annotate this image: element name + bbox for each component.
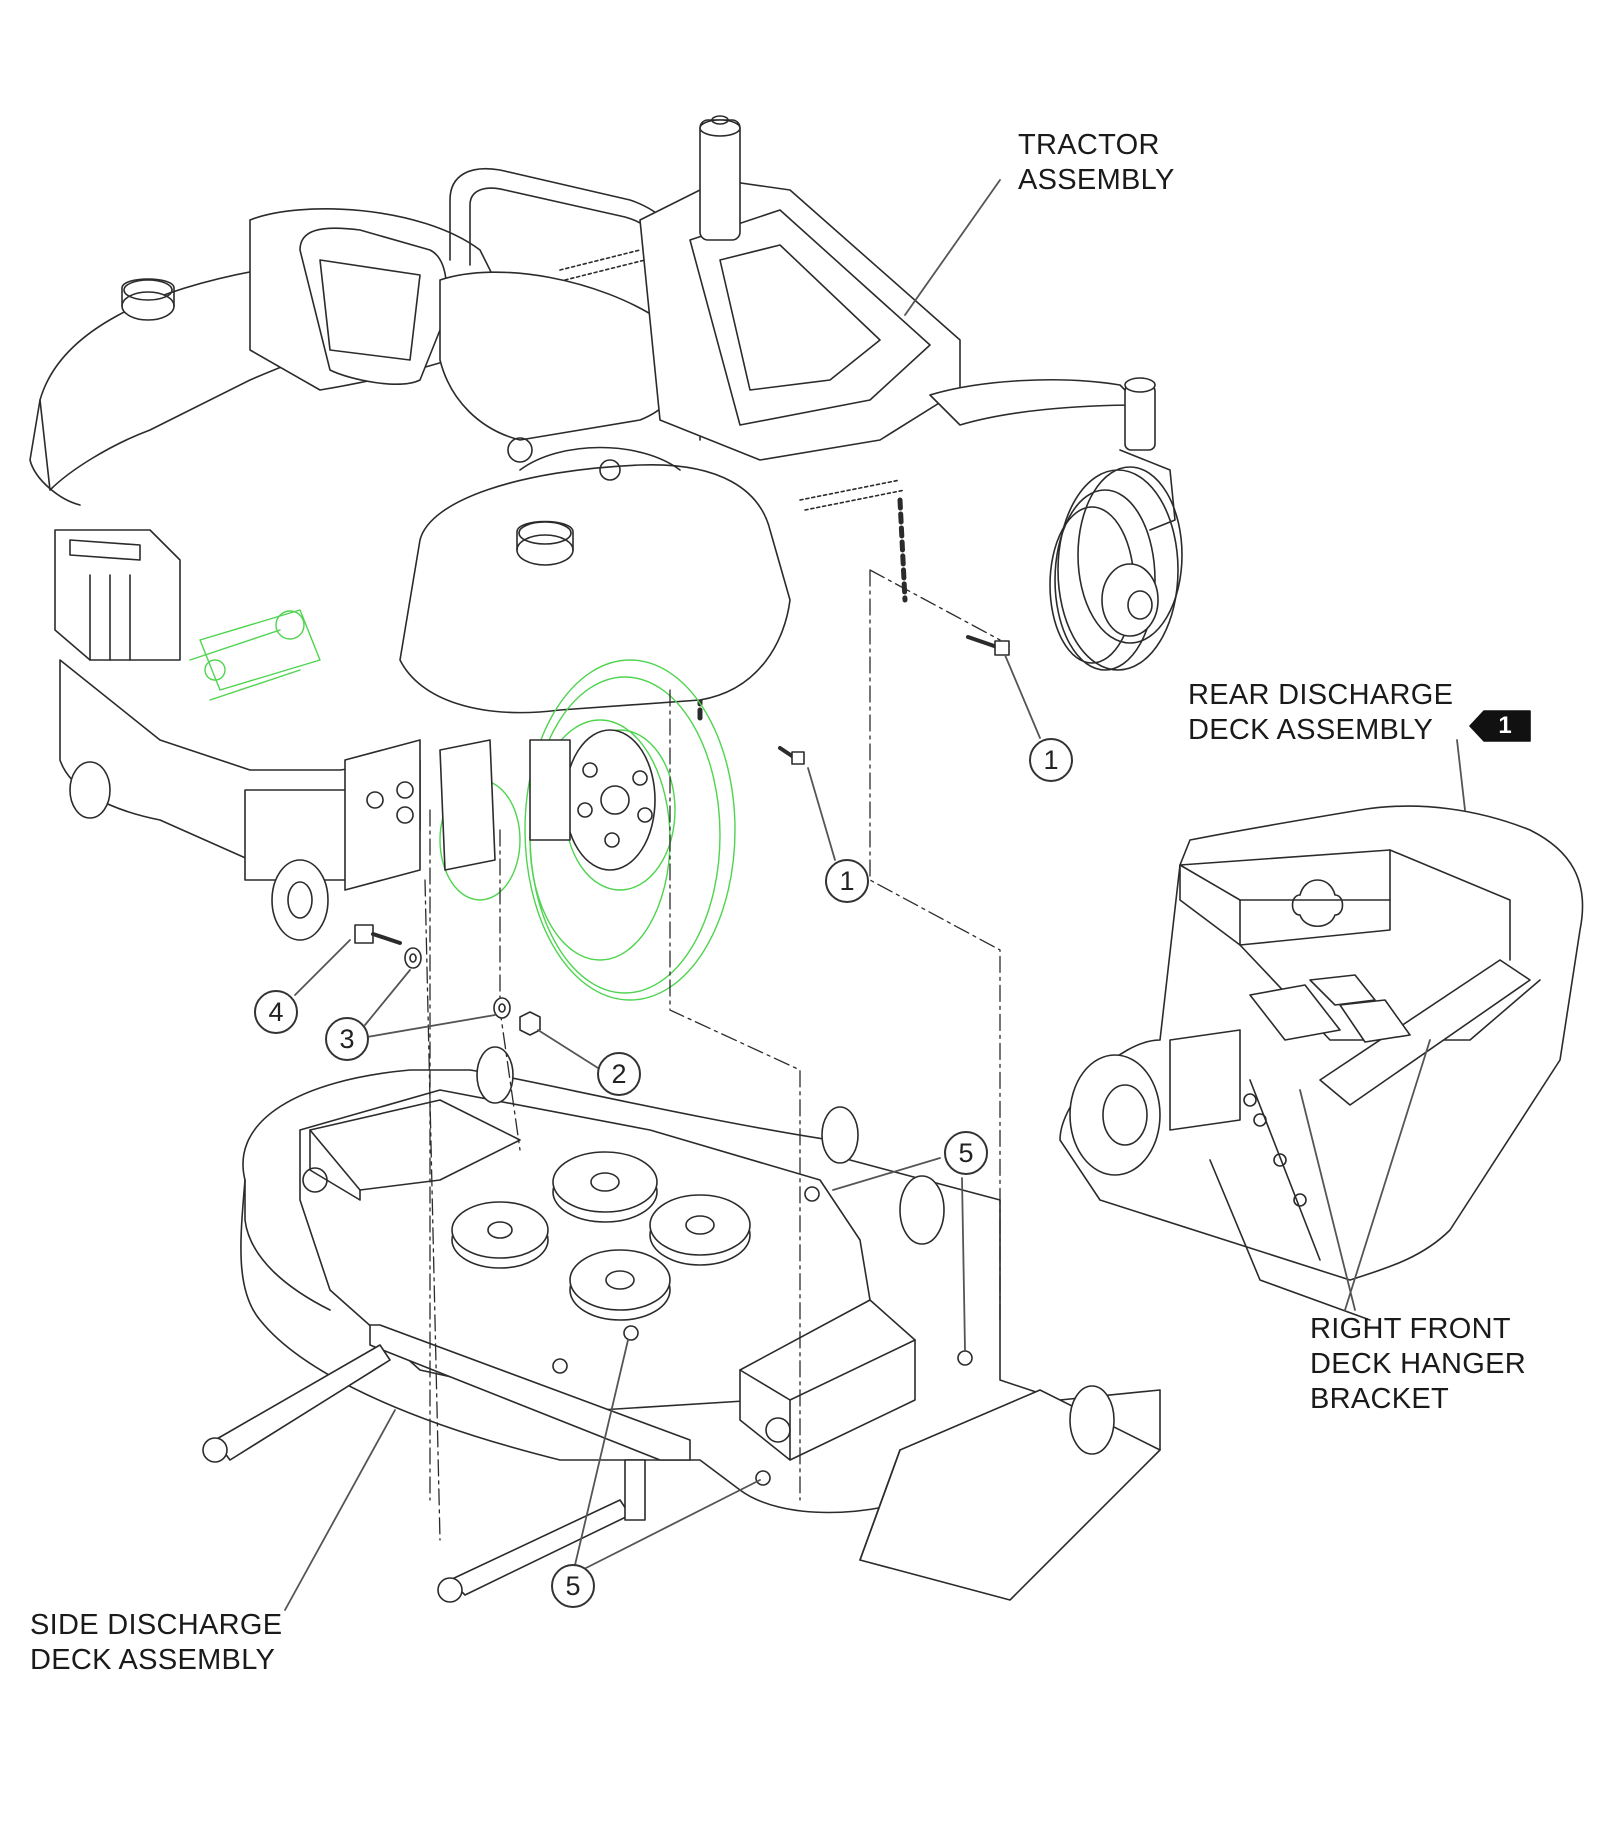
callout-1-lower: 1 [825,859,869,903]
callout-5-upper: 5 [944,1131,988,1175]
callout-1-upper: 1 [1029,738,1073,782]
callout-3: 3 [325,1017,369,1061]
deck-hanger-bracket-label: RIGHT FRONT DECK HANGER BRACKET [1310,1313,1526,1415]
callout-4: 4 [254,990,298,1034]
rear-discharge-deck-illustration [1059,805,1584,1321]
rear-discharge-deck-label: REAR DISCHARGE DECK ASSEMBLY [1188,679,1454,746]
tractor-assembly-label: TRACTOR ASSEMBLY [1018,129,1175,196]
callout-5-lower: 5 [551,1564,595,1608]
tractor-assembly-illustration [29,115,1183,1001]
side-discharge-deck-illustration [202,1046,1161,1603]
leader-lines [284,179,1466,1611]
reference-badge-shape [1469,710,1531,742]
exploded-hardware [354,635,1010,1036]
side-discharge-deck-label: SIDE DISCHARGE DECK ASSEMBLY [30,1609,283,1676]
reference-badge-number: 1 [1498,712,1512,739]
callout-2: 2 [597,1052,641,1096]
